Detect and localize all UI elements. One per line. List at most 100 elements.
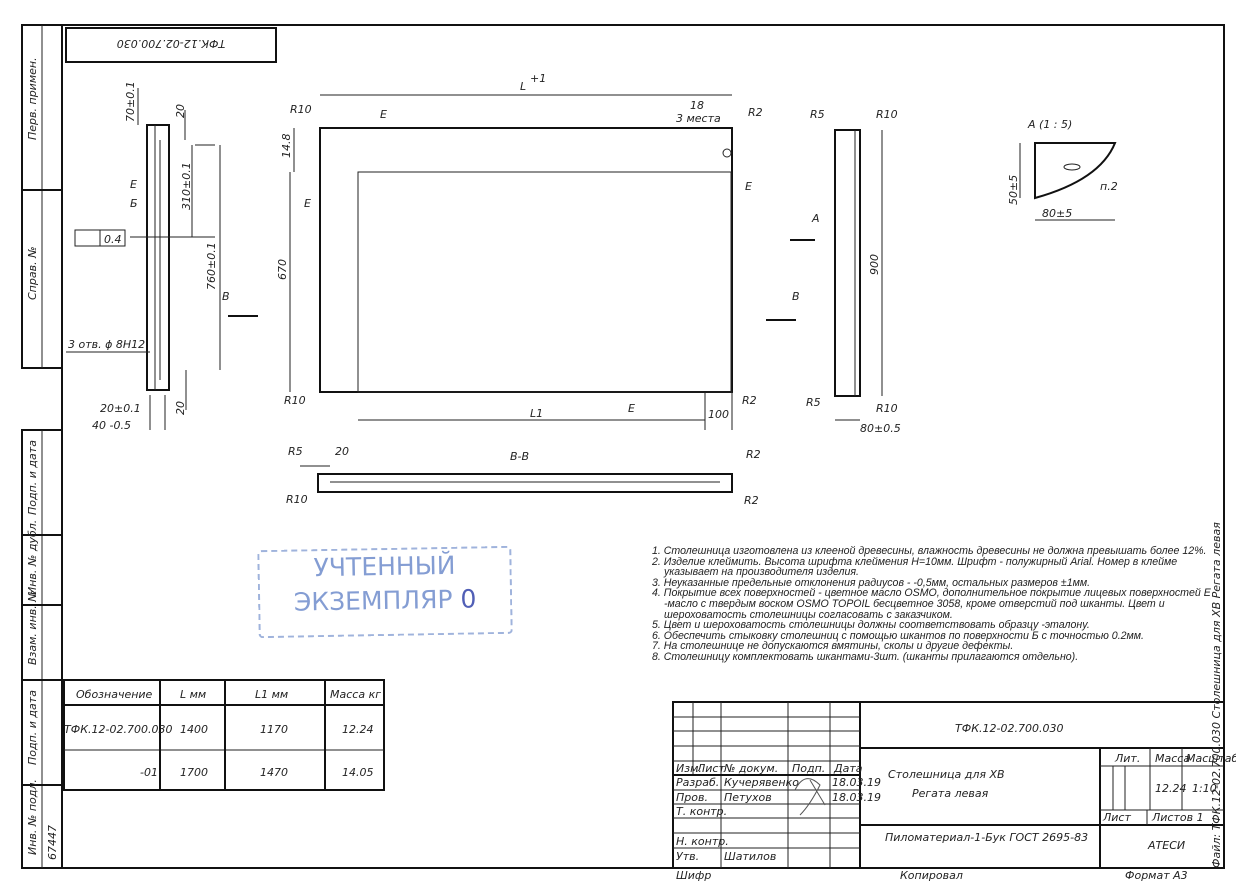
svg-text:Н. контр.: Н. контр.: [676, 835, 729, 848]
svg-text:0.4: 0.4: [104, 233, 122, 246]
svg-text:R2: R2: [746, 448, 761, 461]
svg-text:Взам. инв. №: Взам. инв. №: [26, 590, 39, 665]
accounted-copy-stamp: УЧТЕННЫЙ ЭКЗЕМПЛЯР 0: [257, 545, 513, 639]
note: 2. Изделие клеймить. Высота шрифта клейм…: [652, 555, 1178, 579]
svg-text:L1: L1: [530, 407, 543, 420]
drawing-frame: [61, 24, 1225, 869]
svg-text:R2: R2: [744, 494, 759, 507]
note: 3. Неуказанные предельные отклонения рад…: [652, 576, 1091, 589]
svg-text:Копировал: Копировал: [900, 869, 963, 882]
technical-notes: 1. Столешница изготовлена из клееной дре…: [652, 546, 1222, 663]
left-strip: Перв. примен. Справ. № Подп. и дата Инв.…: [21, 24, 63, 869]
svg-text:Изм.: Изм.: [676, 762, 702, 775]
svg-text:А (1 : 5): А (1 : 5): [1027, 118, 1072, 131]
svg-text:E: E: [745, 180, 752, 193]
svg-text:Столешница для ХВ: Столешница для ХВ: [888, 768, 1005, 781]
svg-text:ТФК.12-02.700.030: ТФК.12-02.700.030: [64, 723, 172, 736]
svg-text:Листов 1: Листов 1: [1151, 811, 1204, 824]
svg-text:R10: R10: [284, 394, 306, 407]
svg-text:Справ. №: Справ. №: [26, 246, 39, 300]
svg-text:3 места: 3 места: [676, 112, 721, 125]
svg-text:900: 900: [868, 254, 881, 275]
svg-text:Пров.: Пров.: [676, 791, 708, 804]
svg-text:R5: R5: [810, 108, 825, 121]
svg-text:Файл: ТФК.12-02.700.030 Столеш: Файл: ТФК.12-02.700.030 Столешница для Х…: [1210, 522, 1223, 868]
svg-text:Шифр: Шифр: [676, 869, 711, 882]
front-view: L+1 18 3 места R10 R2 E E E E 14.8 670 R…: [222, 72, 820, 430]
svg-text:-01: -01: [140, 766, 158, 779]
svg-text:760±0.1: 760±0.1: [205, 242, 218, 290]
side-view: 70±0.1 20 310±0.1 760±0.1 E Б 0.4 3 отв.…: [66, 81, 221, 432]
svg-text:Кучерявенко: Кучерявенко: [724, 776, 799, 789]
svg-text:80±0.5: 80±0.5: [860, 422, 901, 435]
svg-text:Инв. № подл.: Инв. № подл.: [26, 779, 39, 855]
section-bb: В-В R5 20 R10 R2 R2: [286, 445, 761, 507]
note: 1. Столешница изготовлена из клееной дре…: [652, 545, 1207, 557]
svg-text:50±5: 50±5: [1007, 175, 1020, 205]
svg-text:п.2: п.2: [1100, 180, 1118, 193]
svg-text:1700: 1700: [180, 766, 208, 779]
svg-text:1400: 1400: [180, 723, 208, 736]
svg-text:18.03.19: 18.03.19: [832, 791, 881, 804]
svg-text:Масса кг: Масса кг: [330, 688, 381, 701]
svg-text:1470: 1470: [260, 766, 288, 779]
title-block: Изм. Лист № докум. Подп. Дата Разраб. Пр…: [672, 522, 1236, 882]
svg-text:20: 20: [174, 104, 187, 118]
svg-text:20±0.1: 20±0.1: [100, 402, 141, 415]
svg-text:R10: R10: [876, 108, 898, 121]
svg-text:Масштаб: Масштаб: [1186, 752, 1236, 765]
svg-text:Утв.: Утв.: [676, 850, 699, 863]
svg-text:Обозначение: Обозначение: [76, 688, 153, 701]
svg-text:20: 20: [335, 445, 349, 458]
svg-text:Разраб.: Разраб.: [676, 776, 719, 789]
svg-text:Т. контр.: Т. контр.: [676, 805, 727, 818]
svg-text:Подп. и дата: Подп. и дата: [26, 690, 39, 765]
svg-text:L1 мм: L1 мм: [255, 688, 288, 701]
svg-text:R5: R5: [288, 445, 303, 458]
note: 8. Столешницу комплектовать шкантами-3шт…: [652, 650, 1079, 663]
svg-text:ТФК.12-02.700.030: ТФК.12-02.700.030: [955, 722, 1063, 735]
svg-text:Дата: Дата: [833, 762, 863, 775]
svg-text:100: 100: [708, 408, 729, 421]
view-a: А (1 : 5) 50±5 80±5 п.2: [1007, 118, 1118, 221]
svg-text:E: E: [304, 197, 311, 210]
svg-text:E: E: [130, 178, 137, 191]
svg-text:Масса: Масса: [1155, 752, 1190, 765]
svg-text:1170: 1170: [260, 723, 288, 736]
svg-text:Лит.: Лит.: [1114, 752, 1140, 765]
svg-text:14.05: 14.05: [342, 766, 374, 779]
svg-text:В: В: [792, 290, 800, 303]
svg-text:Лист: Лист: [1102, 811, 1131, 824]
svg-text:310±0.1: 310±0.1: [180, 162, 193, 210]
svg-text:R2: R2: [748, 106, 763, 119]
svg-text:70±0.1: 70±0.1: [124, 81, 137, 122]
svg-text:Формат А3: Формат А3: [1125, 869, 1188, 882]
svg-text:E: E: [380, 108, 387, 121]
svg-text:18.03.19: 18.03.19: [832, 776, 881, 789]
svg-text:Инв. № дубл.: Инв. № дубл.: [26, 520, 39, 595]
variants-table: Обозначение L мм L1 мм Масса кг ТФК.12-0…: [63, 679, 385, 791]
rotated-number: ТФК.12-02.700.030: [117, 37, 225, 50]
svg-text:Лист: Лист: [696, 762, 725, 775]
note: 6. Обеспечить стыковку столешниц с помощ…: [652, 629, 1145, 642]
note: 4. Покрытие всех поверхностей - цветное …: [652, 587, 1211, 621]
svg-text:Подп.: Подп.: [792, 762, 825, 775]
note: 5. Цвет и шероховатость столешницы должн…: [652, 619, 1090, 632]
svg-text:В: В: [222, 290, 230, 303]
svg-text:Петухов: Петухов: [724, 791, 772, 804]
svg-text:67447: 67447: [46, 825, 59, 860]
svg-text:20: 20: [174, 401, 187, 415]
svg-text:12.24: 12.24: [1155, 782, 1187, 795]
svg-text:Пиломатериал-1-Бук ГОСТ 2695-8: Пиломатериал-1-Бук ГОСТ 2695-83: [885, 831, 1088, 844]
rotated-number-box: [65, 27, 277, 63]
svg-text:+1: +1: [530, 72, 546, 85]
svg-text:Подп. и дата: Подп. и дата: [26, 440, 39, 515]
svg-text:L мм: L мм: [180, 688, 206, 701]
svg-text:E: E: [628, 402, 635, 415]
svg-text:1:10: 1:10: [1192, 782, 1217, 795]
svg-text:А: А: [811, 212, 820, 225]
svg-text:12.24: 12.24: [342, 723, 374, 736]
svg-text:АТЕСИ: АТЕСИ: [1147, 839, 1185, 852]
svg-text:14.8: 14.8: [280, 134, 293, 159]
